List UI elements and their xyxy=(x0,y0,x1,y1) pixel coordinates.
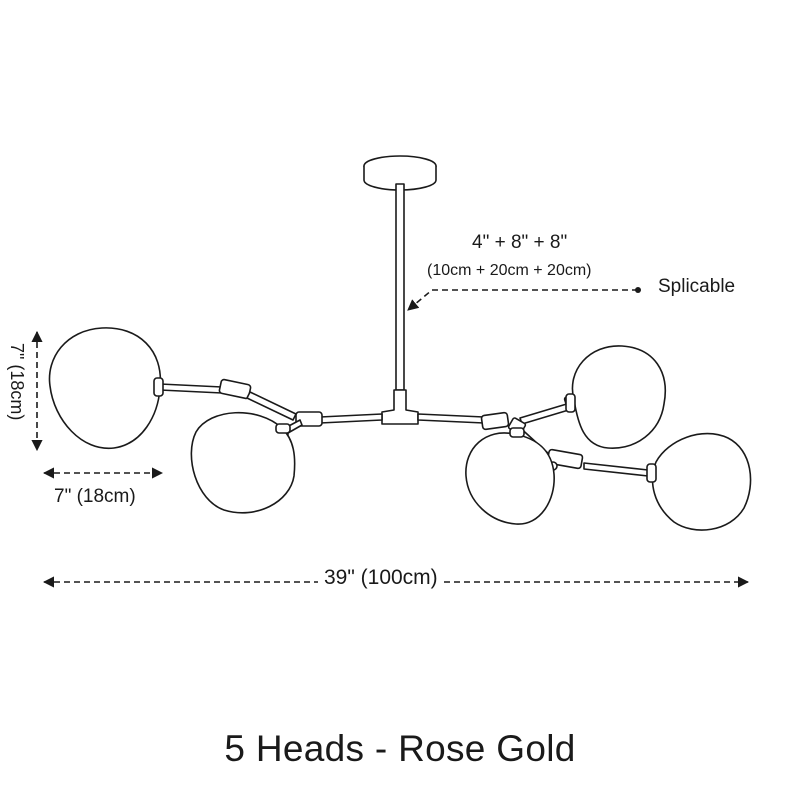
main-arm-right xyxy=(417,411,510,431)
rod-length-label: 4" + 8" + 8" xyxy=(472,232,568,253)
globe-shade-2 xyxy=(190,411,296,514)
globe-shade-3 xyxy=(565,345,666,449)
globe-shade-1 xyxy=(48,327,164,450)
product-caption: 5 Heads - Rose Gold xyxy=(224,728,576,769)
rod-length-leader xyxy=(407,287,641,311)
shade-height-label: 7" (18cm) xyxy=(7,343,27,421)
globe-shade-4 xyxy=(465,427,555,525)
suspension-rod xyxy=(395,183,405,391)
globe-shade-5 xyxy=(646,432,752,531)
shade-width-label: 7" (18cm) xyxy=(54,486,136,507)
overall-width-label: 39" (100cm) xyxy=(318,566,444,590)
central-hub xyxy=(381,389,419,425)
main-arm-left xyxy=(295,411,383,427)
rod-length-metric-label: (10cm + 20cm + 20cm) xyxy=(427,262,592,279)
splicable-label: Splicable xyxy=(658,276,736,297)
